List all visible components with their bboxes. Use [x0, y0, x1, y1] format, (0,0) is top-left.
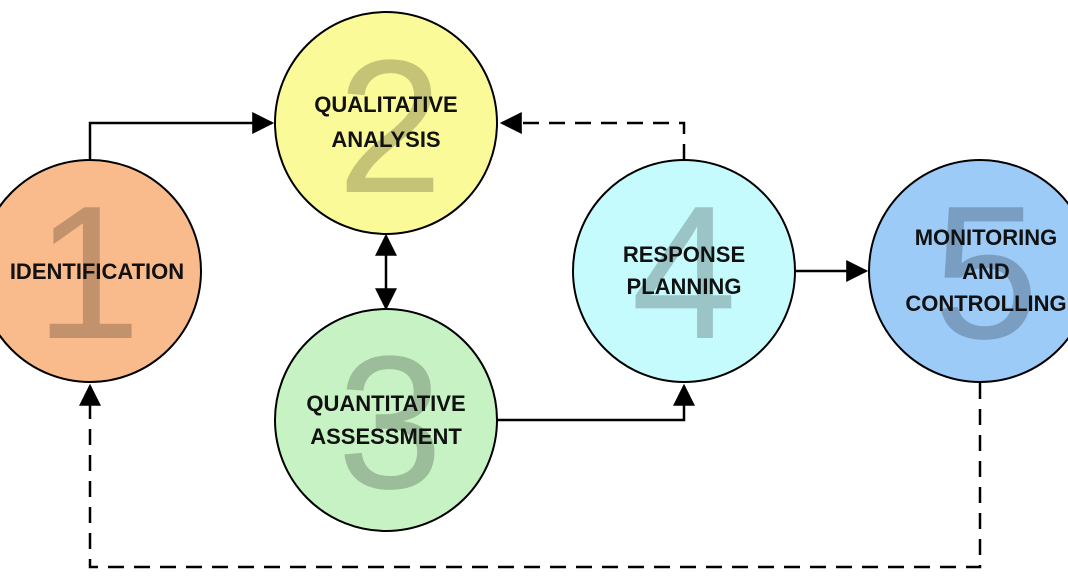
step-label-quantitative-assessment-line-1: QUANTITATIVE [306, 391, 465, 416]
step-label-response-planning-line-1: RESPONSE [623, 242, 745, 267]
step-circle-monitoring-and-controlling [868, 159, 1068, 383]
connectors [79, 112, 982, 569]
flow-monitoring-to-identification-dashed [79, 383, 982, 569]
step-number-monitoring-and-controlling: 5 [933, 167, 1039, 379]
step-number-response-planning: 4 [631, 167, 737, 379]
step-label-monitoring-and-controlling-line-3: CONTROLLING [905, 291, 1066, 316]
step-label-quantitative-assessment-line-2: ASSESSMENT [310, 424, 462, 449]
step-monitoring-and-controlling: 5 MONITORING AND CONTROLLING [868, 159, 1068, 383]
step-label-response-planning-line-2: PLANNING [627, 274, 742, 299]
step-label-qualitative-analysis-line-1: QUALITATIVE [314, 92, 457, 117]
flow-quantitative-to-response [496, 383, 695, 422]
step-label-identification: IDENTIFICATION [10, 259, 184, 284]
step-identification: 1 IDENTIFICATION [0, 159, 202, 383]
step-number-identification: 1 [35, 167, 141, 379]
step-label-qualitative-analysis-line-2: ANALYSIS [331, 127, 440, 152]
step-circle-response-planning [572, 159, 796, 383]
flow-response-to-qualitative-dashed [499, 112, 686, 160]
step-number-qualitative-analysis: 2 [337, 21, 443, 233]
step-circle-quantitative-assessment [274, 308, 498, 532]
step-circle-qualitative-analysis [274, 11, 498, 235]
flow-identification-to-qualitative [88, 112, 275, 160]
step-label-monitoring-and-controlling-line-1: MONITORING [915, 225, 1058, 250]
step-label-monitoring-and-controlling-line-2: AND [962, 259, 1010, 284]
step-response-planning: 4 RESPONSE PLANNING [572, 159, 796, 383]
step-circle-identification [0, 159, 202, 383]
step-number-quantitative-assessment: 3 [337, 317, 443, 529]
step-quantitative-assessment: 3 QUANTITATIVE ASSESSMENT [274, 308, 498, 532]
step-qualitative-analysis: 2 QUALITATIVE ANALYSIS [274, 11, 498, 235]
